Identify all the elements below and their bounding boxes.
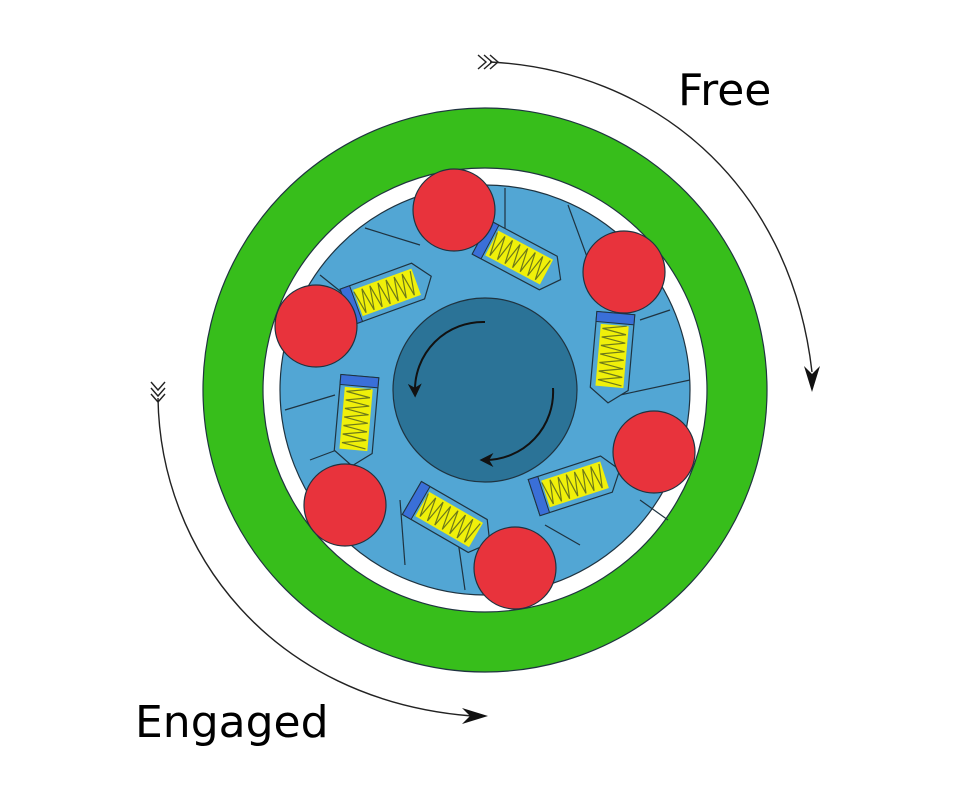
hub-rotation-arrow-lower-icon	[479, 387, 555, 468]
roller	[412, 168, 496, 252]
pocket-lines	[284, 188, 691, 591]
roller	[274, 284, 358, 368]
spring	[471, 219, 562, 291]
spring	[527, 455, 621, 517]
hub-rotation-arrow-upper-icon	[407, 320, 486, 398]
free-label: Free	[678, 65, 771, 116]
spring	[401, 480, 491, 554]
springs	[333, 219, 636, 554]
roller	[582, 230, 666, 314]
outer-race	[202, 107, 768, 673]
roller	[612, 410, 696, 494]
spring	[589, 310, 636, 404]
rollers	[274, 168, 696, 610]
spring	[339, 262, 432, 326]
spring	[333, 373, 380, 467]
engaged-label: Engaged	[135, 697, 329, 748]
roller	[473, 526, 557, 610]
roller	[303, 463, 387, 547]
hub	[392, 297, 578, 483]
free-direction-arrow-icon	[477, 54, 820, 392]
engaged-direction-arrow-icon	[150, 381, 488, 724]
